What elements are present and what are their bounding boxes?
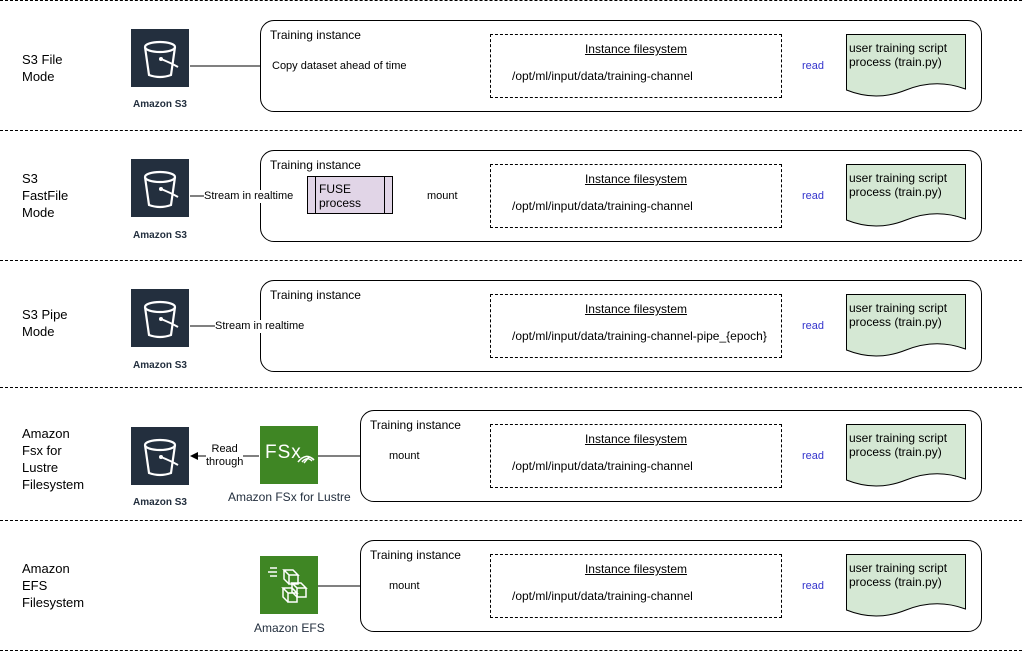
instance-filesystem: Instance filesystem /opt/ml/input/data/t…: [490, 294, 782, 358]
training-instance-label: Training instance: [370, 548, 461, 562]
mount-label: mount: [389, 580, 420, 593]
read-label: read: [802, 450, 825, 463]
fsx-lustre-icon: FSx: [260, 426, 318, 484]
mount-label: mount: [427, 190, 458, 203]
filesystem-path: /opt/ml/input/data/training-channel: [512, 459, 693, 473]
mode-label: Amazon Fsx for Lustre Filesystem: [22, 426, 85, 492]
training-instance-label: Training instance: [270, 288, 361, 302]
efs-icon: [260, 556, 318, 614]
s3-bucket-icon: [131, 427, 189, 485]
fuse-process-box: FUSE process: [307, 176, 393, 214]
filesystem-title: Instance filesystem: [584, 562, 688, 576]
s3-bucket-icon: [131, 159, 189, 217]
filesystem-title: Instance filesystem: [584, 172, 688, 186]
instance-filesystem: Instance filesystem /opt/ml/input/data/t…: [490, 164, 782, 228]
training-script-label: user training script process (train.py): [849, 301, 948, 329]
instance-filesystem: Instance filesystem /opt/ml/input/data/t…: [490, 424, 782, 488]
training-script-document: user training script process (train.py): [846, 424, 966, 490]
training-script-label: user training script process (train.py): [849, 431, 948, 459]
training-script-document: user training script process (train.py): [846, 554, 966, 620]
training-instance-label: Training instance: [270, 28, 361, 42]
instance-filesystem: Instance filesystem /opt/ml/input/data/t…: [490, 34, 782, 98]
filesystem-path: /opt/ml/input/data/training-channel: [512, 199, 693, 213]
row-separator: [0, 387, 1022, 388]
read-label: read: [802, 60, 825, 73]
filesystem-path: /opt/ml/input/data/training-channel: [512, 589, 693, 603]
row-separator: [0, 520, 1022, 521]
read-label: read: [802, 190, 825, 203]
s3-caption: Amazon S3: [133, 99, 187, 110]
mount-label: mount: [389, 450, 420, 463]
mode-label: Amazon EFS Filesystem: [22, 561, 85, 610]
read-label: read: [802, 580, 825, 593]
edge-label: Stream in realtime: [204, 190, 294, 203]
s3-caption: Amazon S3: [133, 497, 187, 508]
training-script-label: user training script process (train.py): [849, 171, 948, 199]
filesystem-title: Instance filesystem: [584, 432, 688, 446]
training-script-label: user training script process (train.py): [849, 41, 948, 69]
edge-label: Copy dataset ahead of time: [272, 60, 407, 73]
filesystem-path: /opt/ml/input/data/training-channel-pipe…: [512, 329, 767, 343]
s3-caption: Amazon S3: [133, 230, 187, 241]
read-label: read: [802, 320, 825, 333]
training-script-document: user training script process (train.py): [846, 164, 966, 230]
row-separator: [0, 260, 1022, 261]
mode-label: S3 FastFile Mode: [22, 171, 69, 220]
fsx-logo-text: FSx: [265, 442, 302, 463]
training-instance-label: Training instance: [270, 158, 361, 172]
filesystem-title: Instance filesystem: [584, 302, 688, 316]
row-separator: [0, 650, 1022, 651]
mode-label: S3 File Mode: [22, 52, 63, 84]
training-script-document: user training script process (train.py): [846, 294, 966, 360]
instance-filesystem: Instance filesystem /opt/ml/input/data/t…: [490, 554, 782, 618]
s3-caption: Amazon S3: [133, 360, 187, 371]
read-through-label: Read through: [206, 443, 244, 469]
fuse-process-label: FUSE process: [319, 182, 362, 210]
training-script-label: user training script process (train.py): [849, 561, 948, 589]
training-instance-label: Training instance: [370, 418, 461, 432]
row-separator: [0, 0, 1022, 1]
s3-bucket-icon: [131, 29, 189, 87]
training-script-document: user training script process (train.py): [846, 34, 966, 100]
filesystem-title: Instance filesystem: [584, 42, 688, 56]
mode-label: S3 Pipe Mode: [22, 307, 68, 339]
row-separator: [0, 130, 1022, 131]
filesystem-path: /opt/ml/input/data/training-channel: [512, 69, 693, 83]
edge-label: Stream in realtime: [215, 320, 305, 333]
s3-bucket-icon: [131, 289, 189, 347]
efs-caption: Amazon EFS: [254, 621, 325, 635]
fsx-caption: Amazon FSx for Lustre: [228, 490, 351, 504]
